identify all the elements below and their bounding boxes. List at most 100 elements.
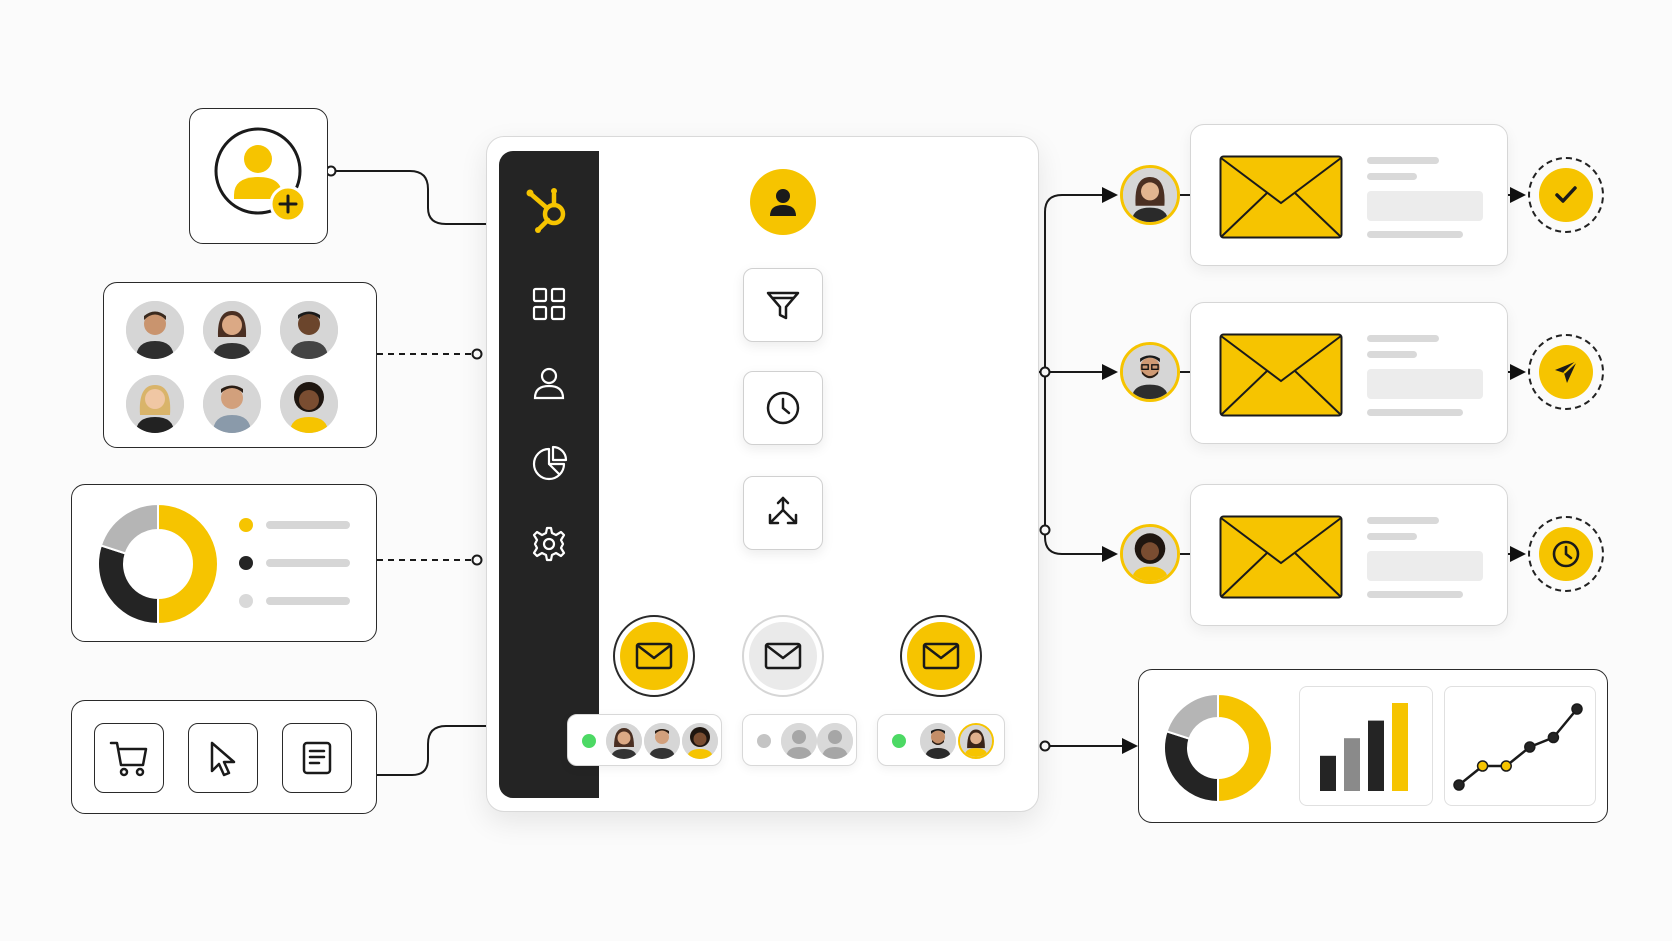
donut-slice (157, 502, 219, 626)
text-placeholder (1367, 335, 1439, 342)
text-placeholder (1367, 351, 1417, 358)
donut-slice (1165, 692, 1219, 740)
delivered-status-badge (1528, 157, 1604, 233)
email-preview-card[interactable] (1190, 302, 1508, 444)
legend-swatch (239, 518, 253, 532)
bar-chart-panel (1299, 686, 1433, 806)
delay-step[interactable] (743, 371, 823, 445)
data-point (1547, 731, 1560, 744)
line-chart-panel (1444, 686, 1596, 806)
text-placeholder (1367, 533, 1417, 540)
filter-step[interactable] (743, 268, 823, 342)
data-point (1476, 760, 1489, 772)
trigger-node[interactable] (750, 169, 816, 235)
segment-chart-card[interactable] (71, 484, 377, 642)
legend-label-placeholder (266, 559, 350, 567)
bar-mark (1320, 755, 1336, 791)
text-placeholder (1367, 517, 1439, 524)
cursor-button[interactable] (188, 723, 258, 793)
add-user-icon (214, 127, 307, 223)
text-placeholder (1367, 231, 1463, 238)
contact-list-card[interactable] (103, 282, 377, 448)
envelope-icon (1219, 333, 1343, 417)
text-placeholder (1367, 551, 1483, 581)
send-icon (1555, 360, 1578, 383)
contact-avatar (920, 723, 956, 759)
segment-legend (239, 518, 350, 608)
contact-avatar (126, 375, 184, 433)
filter-icon (766, 291, 800, 320)
contact-avatar (280, 301, 338, 359)
scheduled-status-badge (1528, 516, 1604, 592)
split-step[interactable] (743, 476, 823, 550)
bar-mark (1392, 703, 1408, 791)
cart-icon (109, 741, 148, 777)
email-action-node[interactable] (742, 615, 824, 697)
report-card[interactable] (1138, 669, 1608, 823)
recipient-avatar (1120, 165, 1180, 225)
contact-avatar (682, 723, 718, 759)
mail-icon (635, 642, 673, 670)
document-button[interactable] (282, 723, 352, 793)
text-placeholder (1367, 191, 1483, 221)
cursor-icon (210, 741, 236, 777)
envelope-icon (1219, 155, 1343, 239)
data-point (1571, 703, 1583, 715)
mail-icon (922, 642, 960, 670)
contact-avatar (606, 723, 642, 759)
user-icon (770, 189, 796, 216)
clock-icon (766, 391, 800, 425)
branch-audience-pill[interactable] (567, 714, 722, 766)
add-contact-card[interactable] (189, 108, 328, 244)
data-point (1524, 741, 1536, 753)
data-point (1500, 760, 1512, 772)
status-dot (757, 734, 771, 748)
legend-label-placeholder (266, 597, 350, 605)
report-bar-chart (1320, 703, 1408, 791)
branch-audience-pill[interactable] (742, 714, 857, 766)
email-action-node[interactable] (900, 615, 982, 697)
text-placeholder (1367, 591, 1463, 598)
document-icon (302, 741, 332, 775)
contact-avatar (958, 723, 994, 759)
text-placeholder (1367, 173, 1417, 180)
legend-swatch (239, 556, 253, 570)
email-action-node[interactable] (613, 615, 695, 697)
bar-mark (1344, 738, 1360, 791)
report-donut-chart (1163, 692, 1273, 804)
series-line (1458, 708, 1578, 786)
check-icon (1555, 186, 1577, 203)
status-dot (892, 734, 906, 748)
donut-slice (1217, 692, 1273, 804)
placeholder-avatar (817, 723, 853, 759)
contact-avatar (126, 301, 184, 359)
cart-button[interactable] (94, 723, 164, 793)
grid-icon[interactable] (530, 285, 568, 323)
recipient-avatar (1120, 524, 1180, 584)
gear-icon[interactable] (530, 525, 568, 563)
contact-avatar (644, 723, 680, 759)
data-point (1453, 779, 1465, 791)
user-icon[interactable] (530, 364, 568, 402)
segment-donut-chart (97, 502, 219, 626)
text-placeholder (1367, 369, 1483, 399)
text-placeholder (1367, 157, 1439, 164)
email-preview-card[interactable] (1190, 124, 1508, 266)
envelope-icon (1219, 515, 1343, 599)
legend-label-placeholder (266, 521, 350, 529)
branch-audience-pill[interactable] (877, 714, 1005, 766)
text-placeholder (1367, 409, 1463, 416)
split-branch-icon (768, 496, 798, 525)
bar-mark (1368, 720, 1384, 791)
donut-slice (97, 544, 159, 626)
contact-avatar (203, 301, 261, 359)
sent-status-badge (1528, 334, 1604, 410)
status-dot (582, 734, 596, 748)
contact-avatar (203, 375, 261, 433)
hubspot-sprocket-logo (526, 188, 566, 233)
clock-icon (1552, 540, 1580, 568)
placeholder-avatar (781, 723, 817, 759)
pie-chart-icon[interactable] (530, 445, 568, 483)
email-preview-card[interactable] (1190, 484, 1508, 626)
donut-slice (1163, 730, 1219, 804)
